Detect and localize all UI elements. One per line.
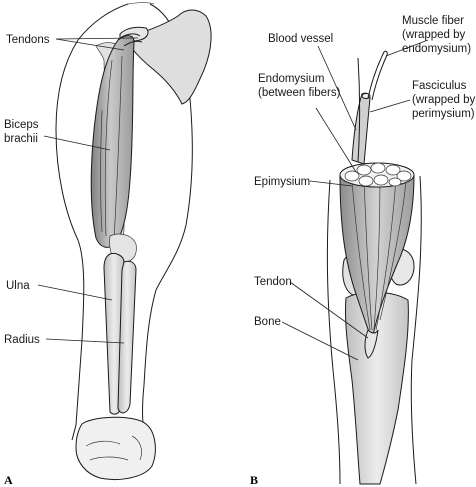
label-biceps-line2: brachii bbox=[4, 133, 38, 145]
panel-letter-a: A bbox=[4, 473, 13, 487]
biceps-fiber-1 bbox=[104, 59, 113, 237]
leader-biceps bbox=[43, 135, 111, 151]
fasciculus-1 bbox=[344, 170, 360, 182]
label-endomysium-line1: Endomysium bbox=[258, 73, 324, 85]
fasciculus-2 bbox=[356, 164, 372, 176]
tendon bbox=[364, 329, 379, 359]
label-muscle-fiber-line2: (wrapped by bbox=[402, 29, 466, 41]
leader-fasciculus bbox=[369, 99, 411, 113]
label-epimysium: Epimysium bbox=[254, 176, 310, 188]
fasciculus-6 bbox=[358, 175, 374, 187]
epimysium-fiber-2 bbox=[363, 179, 373, 331]
leg-outline-left bbox=[326, 179, 341, 485]
fasciculus-8 bbox=[388, 177, 402, 187]
biceps-fiber-3 bbox=[100, 109, 103, 233]
leader-blood-vessel bbox=[317, 45, 357, 131]
panel-letter-b: B bbox=[250, 473, 258, 487]
radius-bone bbox=[117, 260, 137, 414]
fasciculus-extruded bbox=[351, 92, 371, 165]
panel-a-leaders bbox=[37, 37, 139, 344]
label-radius: Radius bbox=[4, 334, 40, 346]
biceps-fiber-2 bbox=[113, 55, 123, 241]
epimysium-fiber-4 bbox=[375, 179, 397, 331]
scapula bbox=[129, 9, 212, 105]
label-tendon: Tendon bbox=[254, 276, 292, 288]
biceps-tendon-short bbox=[123, 40, 143, 47]
tibia-bone bbox=[344, 291, 409, 485]
panel-a-labels: Tendons Biceps brachii Ulna Radius A bbox=[4, 34, 50, 487]
label-muscle-fiber-line3: endomysium) bbox=[402, 43, 471, 55]
fasciculus-5 bbox=[396, 170, 412, 182]
label-muscle-fiber-line1: Muscle fiber bbox=[402, 15, 464, 27]
leader-tendons-2 bbox=[55, 37, 139, 40]
label-ulna: Ulna bbox=[6, 280, 30, 292]
label-blood-vessel: Blood vessel bbox=[268, 33, 333, 45]
leader-tendons-1 bbox=[55, 38, 125, 51]
panel-a-arm-drawing bbox=[55, 2, 212, 480]
panel-b-leaders bbox=[281, 39, 429, 361]
shoulder-outline bbox=[127, 2, 155, 5]
label-tendons: Tendons bbox=[6, 34, 50, 46]
label-biceps-line1: Biceps bbox=[4, 119, 39, 131]
leader-muscle-fiber bbox=[385, 39, 429, 57]
label-bone: Bone bbox=[254, 316, 281, 328]
label-fasciculus-line2: (wrapped by bbox=[412, 94, 476, 106]
fasciculus-4 bbox=[385, 164, 401, 176]
epimysium-fiber-3 bbox=[373, 179, 381, 331]
fasciculus-7 bbox=[373, 174, 389, 186]
label-endomysium-line2: (between fibers) bbox=[258, 87, 341, 99]
epimysium-fiber-1 bbox=[351, 181, 371, 331]
label-fasciculus-line1: Fasciculus bbox=[412, 80, 467, 92]
fist-knuckles bbox=[85, 435, 142, 461]
fasciculi-cross-section bbox=[344, 162, 412, 187]
fasciculus-3 bbox=[370, 162, 386, 174]
leader-radius bbox=[45, 338, 125, 344]
leader-tendon bbox=[289, 281, 369, 339]
epimysium-fiber-5 bbox=[379, 181, 407, 321]
leader-bone bbox=[281, 321, 359, 361]
label-fasciculus-line3: perimysium) bbox=[412, 108, 475, 120]
leader-endomysium bbox=[315, 107, 357, 173]
leader-epimysium bbox=[309, 180, 353, 187]
panel-b-labels: Blood vessel Muscle fiber (wrapped by en… bbox=[250, 15, 476, 487]
muscle-fiber bbox=[367, 50, 388, 101]
biceps-brachii bbox=[90, 35, 135, 248]
leader-ulna bbox=[37, 284, 113, 301]
fist bbox=[75, 416, 156, 480]
leg-outline-right bbox=[410, 175, 422, 485]
panel-b-muscle-drawing bbox=[326, 50, 422, 485]
arm-outline bbox=[55, 3, 129, 441]
blood-vessel bbox=[357, 57, 360, 163]
